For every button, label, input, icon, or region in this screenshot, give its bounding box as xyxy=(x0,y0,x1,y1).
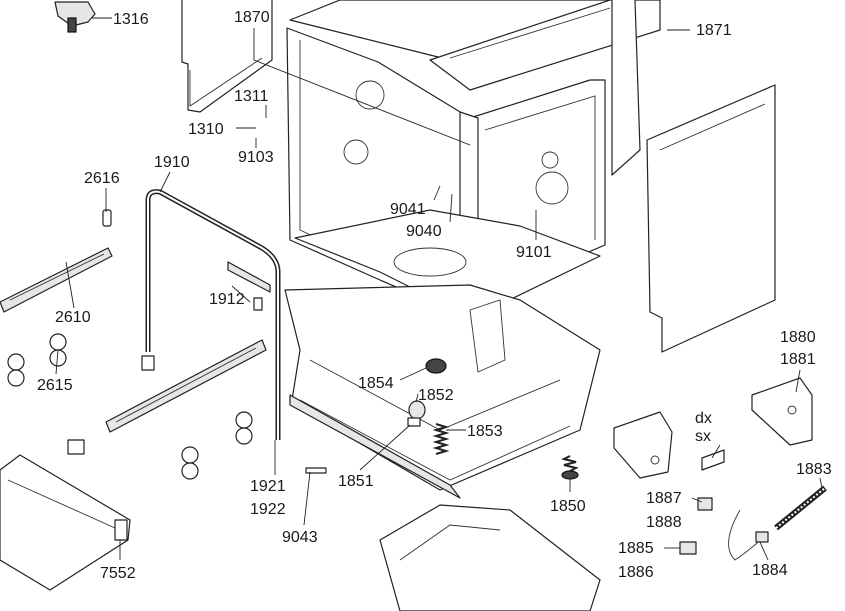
callout-9041: 9041 xyxy=(390,201,426,218)
side-panel-right xyxy=(646,84,776,353)
callout-1886: 1886 xyxy=(618,564,654,581)
callout-1311: 1311 xyxy=(234,88,269,105)
callout-1922: 1922 xyxy=(250,501,286,518)
part-2616 xyxy=(102,209,112,227)
bottom-tray xyxy=(379,504,601,611)
part-9043 xyxy=(305,467,327,474)
callout-1887: 1887 xyxy=(646,490,682,507)
callout-1921: 1921 xyxy=(250,478,286,495)
callout-7552: 7552 xyxy=(100,565,136,582)
hinge-1880-1881 xyxy=(751,377,813,446)
callout-1880: 1880 xyxy=(780,329,816,346)
hinge-pieces-left xyxy=(67,411,253,480)
callout-9040: 9040 xyxy=(406,223,442,240)
callout-2616: 2616 xyxy=(84,170,120,187)
callout-1881: 1881 xyxy=(780,351,816,368)
callout-9103: 9103 xyxy=(238,149,274,166)
callout-1885: 1885 xyxy=(618,540,654,557)
callout-1910: 1910 xyxy=(154,154,190,171)
door-outer-panel xyxy=(181,0,273,113)
callout-1851: 1851 xyxy=(338,473,374,490)
callout-1310: 1310 xyxy=(188,121,224,138)
part-1850 xyxy=(561,455,579,480)
part-1885-1886 xyxy=(679,541,697,555)
part-1854 xyxy=(425,358,447,374)
callout-9101: 9101 xyxy=(516,244,552,261)
callout-2610: 2610 xyxy=(55,309,91,326)
rail-2610 xyxy=(0,247,113,313)
base-frame-1851 xyxy=(284,284,601,499)
part-2615 xyxy=(7,333,67,387)
callout-1870: 1870 xyxy=(234,9,270,26)
part-1912 xyxy=(227,261,271,311)
leader-lines xyxy=(55,17,823,561)
part-1883-spring xyxy=(774,485,827,531)
callout-dx: dx xyxy=(695,410,712,427)
rail-lower xyxy=(105,339,267,433)
callout-1912: 1912 xyxy=(209,291,245,308)
callout-1852: 1852 xyxy=(418,387,454,404)
part-1852 xyxy=(407,400,426,427)
part-1884-cable xyxy=(728,509,769,561)
callout-1888: 1888 xyxy=(646,514,682,531)
callout-1883: 1883 xyxy=(796,461,832,478)
callout-labels: 1316 1870 1871 1311 1310 9103 1910 2616 … xyxy=(37,9,832,582)
callout-1853: 1853 xyxy=(467,423,503,440)
callout-1884: 1884 xyxy=(752,562,788,579)
tub-assembly xyxy=(286,0,661,321)
part-7552 xyxy=(0,454,131,591)
part-dx-sx-bracket xyxy=(701,449,725,471)
callout-1854: 1854 xyxy=(358,375,394,392)
callout-2615: 2615 xyxy=(37,377,73,394)
callout-1316: 1316 xyxy=(113,11,149,28)
door-seal-1910 xyxy=(141,189,281,440)
callout-sx: sx xyxy=(695,428,711,445)
part-1316 xyxy=(54,1,96,33)
hinge-left-lower xyxy=(613,411,673,479)
callout-1850: 1850 xyxy=(550,498,586,515)
part-1853 xyxy=(432,423,450,455)
part-1887-1888 xyxy=(697,497,713,511)
callout-1871: 1871 xyxy=(696,22,732,39)
callout-9043: 9043 xyxy=(282,529,318,546)
